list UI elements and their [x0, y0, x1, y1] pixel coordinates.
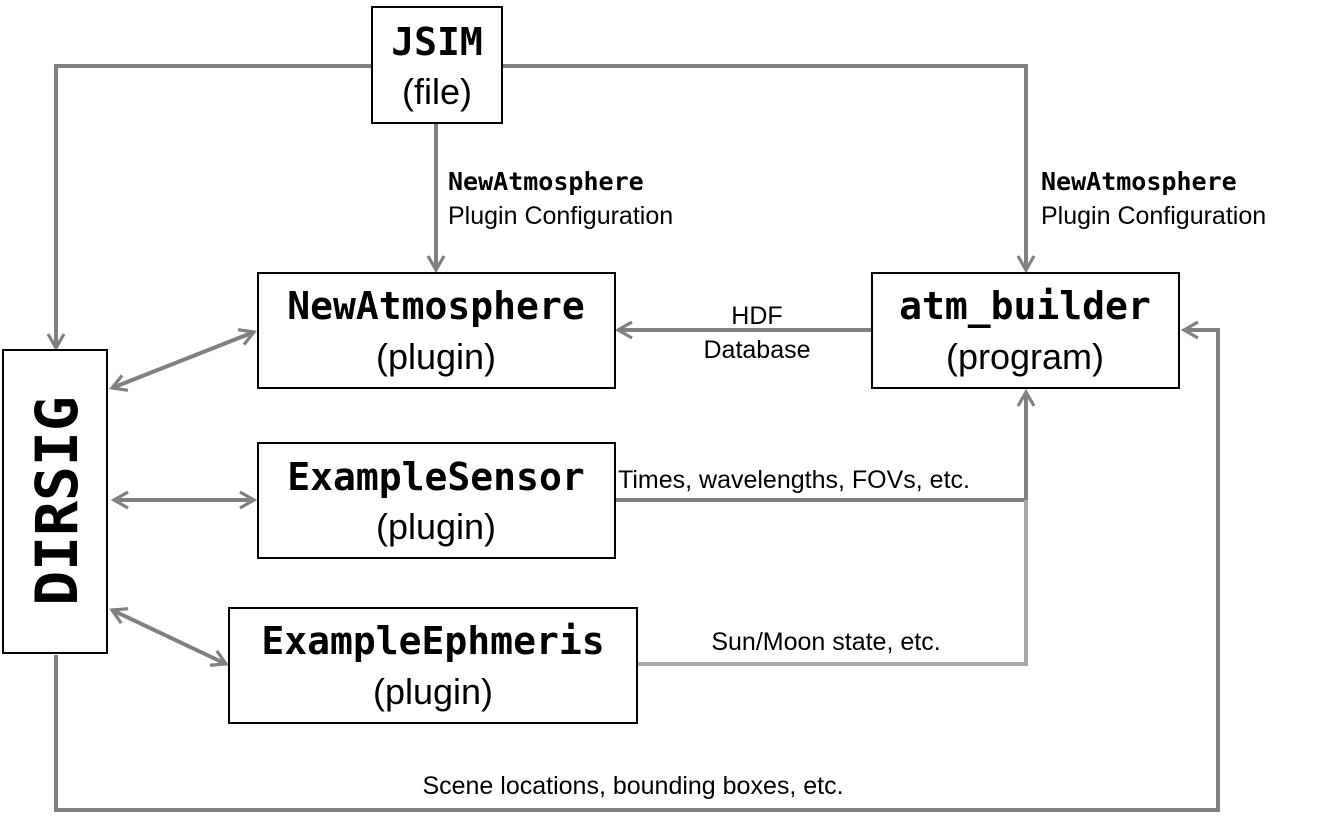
node-examplesensor-type: (plugin) — [376, 506, 496, 547]
node-exampleephmeris-type: (plugin) — [373, 671, 493, 712]
node-examplesensor-name: ExampleSensor — [287, 455, 584, 499]
node-jsim-type: (file) — [402, 71, 472, 112]
label-hdf-line1: HDF — [731, 302, 782, 330]
node-newatmosphere-name: NewAtmosphere — [287, 284, 584, 328]
node-exampleephmeris-name: ExampleEphmeris — [261, 619, 604, 663]
label-sensor-to-atm: Times, wavelengths, FOVs, etc. — [618, 466, 970, 494]
node-exampleephmeris: ExampleEphmeris (plugin) — [228, 607, 638, 724]
node-newatmosphere-type: (plugin) — [376, 336, 496, 377]
label-dirsig-to-atm: Scene locations, bounding boxes, etc. — [422, 772, 843, 800]
node-dirsig: DIRSIG — [2, 349, 108, 654]
edge-dirsig-to-atm-builder — [54, 320, 1220, 812]
node-jsim: JSIM (file) — [371, 6, 503, 124]
node-jsim-name: JSIM — [391, 20, 483, 64]
edge-exampleephmeris-to-atm-builder — [638, 500, 1028, 666]
node-atm-builder-type: (program) — [946, 336, 1104, 377]
node-newatmosphere: NewAtmosphere (plugin) — [257, 272, 616, 389]
label-jsim-atm-builder-name: NewAtmosphere — [1041, 167, 1237, 196]
label-hdf-line2: Database — [703, 336, 810, 364]
label-ephemeris-to-atm: Sun/Moon state, etc. — [711, 628, 940, 656]
node-examplesensor: ExampleSensor (plugin) — [257, 442, 616, 559]
edge-jsim-to-atm-builder — [502, 64, 1036, 274]
node-atm-builder-name: atm_builder — [899, 284, 1151, 328]
node-dirsig-name: DIRSIG — [23, 396, 91, 606]
node-atm-builder: atm_builder (program) — [871, 272, 1180, 389]
label-jsim-atm-builder-text: Plugin Configuration — [1041, 202, 1266, 230]
edge-jsim-to-dirsig — [46, 64, 372, 352]
label-jsim-newatmosphere-name: NewAtmosphere — [448, 167, 644, 196]
edge-dirsig-newatmosphere — [108, 328, 258, 392]
edge-dirsig-exampleephmeris — [109, 607, 229, 667]
label-jsim-newatmosphere-text: Plugin Configuration — [448, 202, 673, 230]
